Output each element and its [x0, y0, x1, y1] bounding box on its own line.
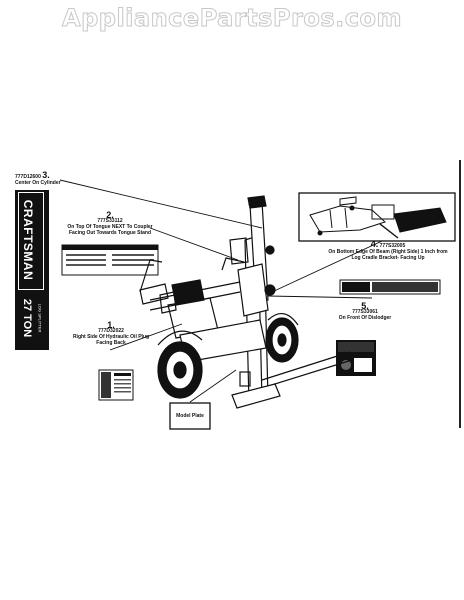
callout-1-description: Right Side Of Hydraulic Oil Plug Facing …: [72, 334, 150, 346]
leader-lines: [59, 179, 383, 403]
callout-4-part-number: 777S32005: [379, 243, 406, 249]
callout-2-description: On Top Of Tongue NEXT To Coupler Facing …: [67, 224, 153, 236]
callout-1: 1. 777D32022 Right Side Of Hydraulic Oil…: [70, 320, 152, 347]
callout-5-part-number: 777S33061: [352, 309, 378, 315]
callout-2-number: 2.: [106, 210, 114, 220]
model-plate-box: [169, 402, 211, 430]
callout-1-number: 1.: [107, 320, 115, 330]
callout-4: 4. 777S32005 On Bottom Edge Of Beam (Rig…: [325, 239, 451, 262]
decal-4-graphic: [339, 279, 441, 295]
callout-2: 2. 777S33112 On Top Of Tongue NEXT To Co…: [60, 210, 160, 237]
callout-5: 5. 777S33061 On Front Of Dislodger: [335, 301, 395, 322]
callout-4-number: 4.: [370, 239, 379, 249]
model-plate-label: Model Plate: [176, 413, 204, 419]
machine: [139, 195, 353, 409]
callout-4-description: On Bottom Edge Of Beam (Right Side) 1 In…: [328, 249, 448, 261]
callout-3: 777D12600 3. Center On Cylinder: [15, 170, 75, 187]
callout-3-part-number: 777D12600: [15, 174, 41, 180]
brand-sidebar: CRAFTSMAN 27 TON LOG SPLITTER: [15, 190, 49, 350]
callout-2-part-number: 777S33112: [97, 218, 123, 224]
brand-logo-box: [18, 192, 44, 290]
callout-3-number: 3.: [42, 170, 50, 180]
callout-5-number: 5.: [361, 301, 369, 311]
beam-detail-inset: [298, 192, 456, 242]
callout-3-description: Center On Cylinder: [15, 180, 61, 186]
callout-5-description: On Front Of Dislodger: [338, 315, 392, 321]
decal-5-graphic: [336, 340, 376, 376]
callout-1-part-number: 777D32022: [98, 328, 124, 334]
decal-2-graphic: [61, 244, 159, 276]
watermark: AppliancePartsPros.com: [62, 4, 402, 33]
page-edge-rule: [459, 160, 461, 428]
decal-1-graphic: [98, 369, 134, 401]
